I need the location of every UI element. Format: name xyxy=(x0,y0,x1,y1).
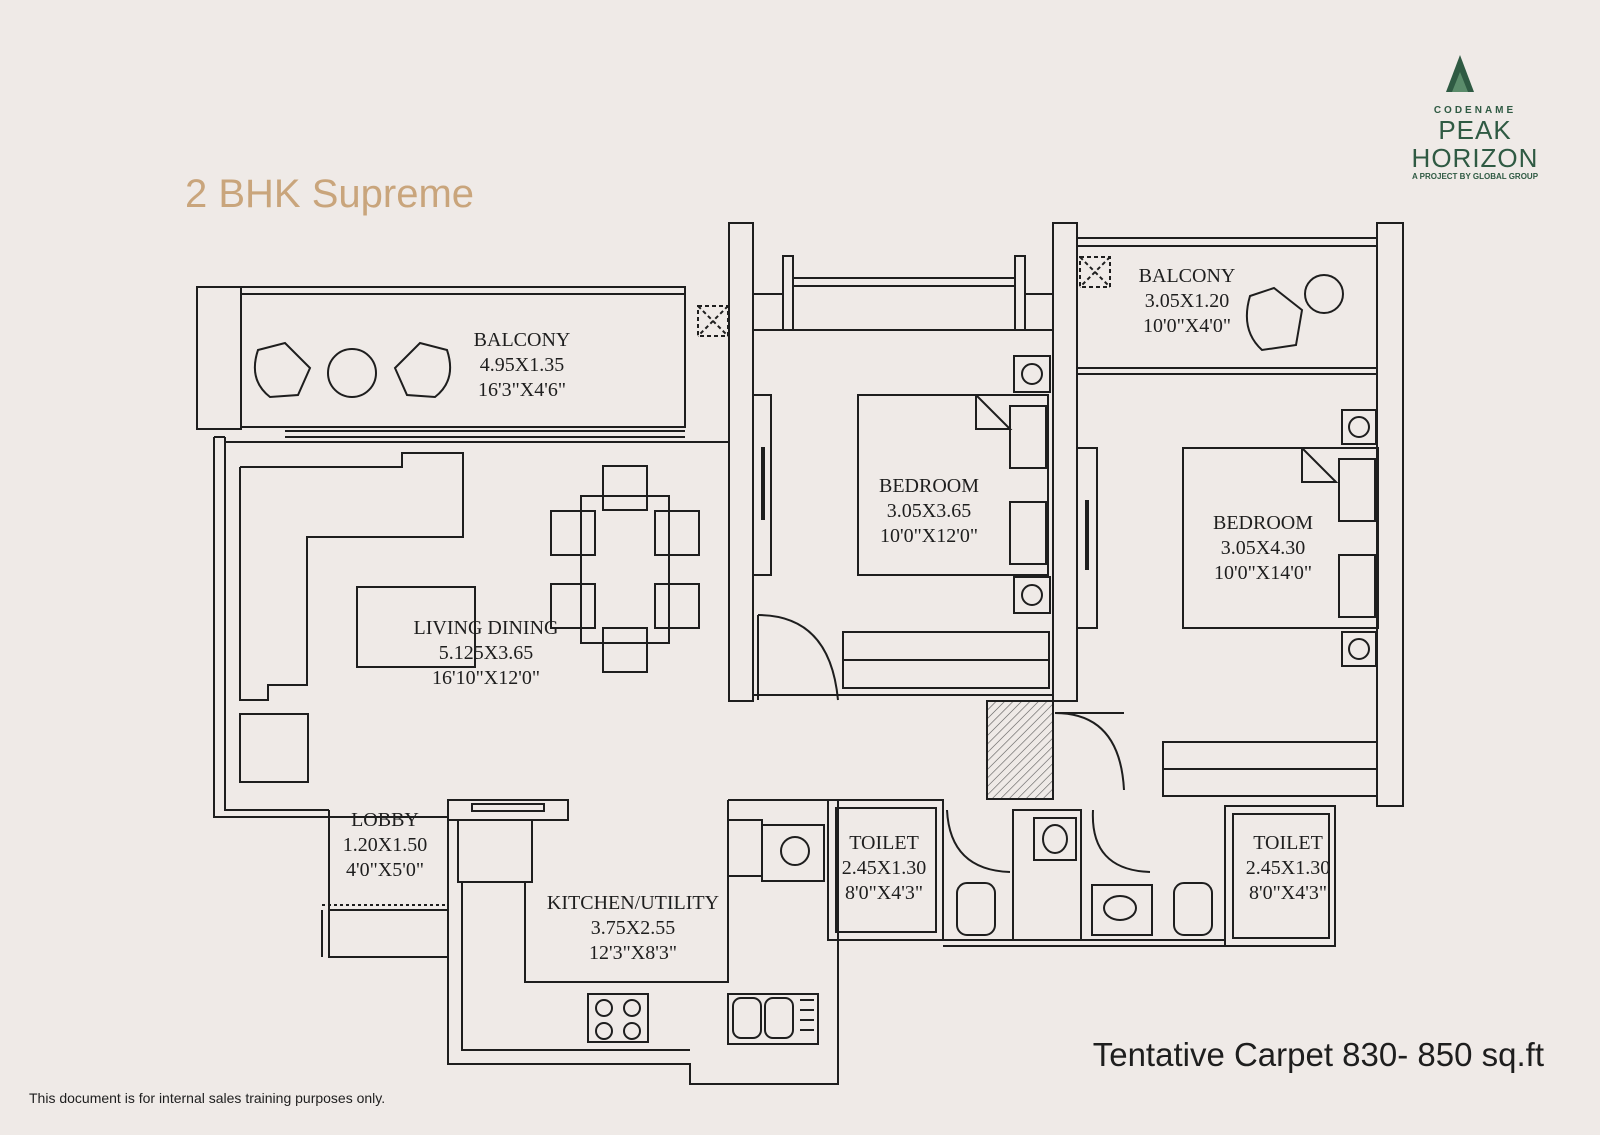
stove-icon xyxy=(587,993,649,1043)
door-swing-icon xyxy=(1054,712,1125,791)
carpet-area: Tentative Carpet 830- 850 sq.ft xyxy=(1092,1036,1544,1073)
bed-icon xyxy=(1182,447,1379,629)
bedroom-1-name: BEDROOM xyxy=(879,475,979,497)
balcony-bed-metric: 3.05X1.20 xyxy=(1145,290,1229,312)
toilet-2-imperial: 8'0"X4'3" xyxy=(1249,882,1327,904)
bedroom-2-name: BEDROOM xyxy=(1213,512,1313,534)
toilet-1-outline xyxy=(827,799,944,941)
coffee-table-icon xyxy=(356,586,476,668)
brand-line2: HORIZON xyxy=(1411,143,1539,173)
toilet-2-metric: 2.45X1.30 xyxy=(1246,857,1330,879)
balcony-wall xyxy=(196,286,242,430)
disclaimer: This document is for internal sales trai… xyxy=(29,1090,386,1106)
balcony-main-name: BALCONY xyxy=(474,329,571,351)
table-icon xyxy=(327,348,377,398)
dining-table-icon xyxy=(580,495,670,644)
toilet-1-name: TOILET xyxy=(849,832,919,854)
balcony-bed-imperial: 10'0"X4'0" xyxy=(1143,315,1231,337)
washbasin-icon xyxy=(1091,884,1153,936)
balcony-main-metric: 4.95X1.35 xyxy=(480,354,564,376)
balcony-bed-outline xyxy=(1076,237,1378,369)
living-imperial: 16'10"X12'0" xyxy=(432,667,540,689)
sink-icon xyxy=(727,993,819,1045)
door-swing-icon xyxy=(757,614,839,701)
bedroom-1-metric: 3.05X3.65 xyxy=(887,500,971,522)
lobby-name: LOBBY xyxy=(351,809,419,831)
bed-icon xyxy=(857,394,1049,576)
living-name: LIVING DINING xyxy=(414,617,559,639)
wc-icon xyxy=(1173,882,1213,936)
chair-icon xyxy=(1246,286,1304,352)
kitchen-name: KITCHEN/UTILITY xyxy=(547,892,719,914)
mountain-icon xyxy=(1446,55,1474,92)
brand-tagline: A PROJECT BY GLOBAL GROUP xyxy=(1411,172,1539,181)
brand-logo: CODENAME PEAK HORIZON A PROJECT BY GLOBA… xyxy=(1400,50,1550,190)
lobby-wall xyxy=(328,810,448,958)
living-metric: 5.125X3.65 xyxy=(439,642,533,664)
balcony-main-outline xyxy=(240,286,686,428)
living-outer-wall xyxy=(224,437,329,811)
wall-center-right xyxy=(1052,222,1078,702)
chair-icon xyxy=(254,341,312,399)
brand-line1: PEAK xyxy=(1438,115,1512,145)
table-icon xyxy=(1304,274,1344,314)
wc-icon xyxy=(956,882,996,936)
brand-top: CODENAME xyxy=(1433,105,1517,116)
plan-title: 2 BHK Supreme xyxy=(185,172,475,216)
balcony-bed-name: BALCONY xyxy=(1139,265,1236,287)
lobby-imperial: 4'0"X5'0" xyxy=(346,859,424,881)
toilet-2-name: TOILET xyxy=(1253,832,1323,854)
bedroom-2-imperial: 10'0"X14'0" xyxy=(1214,562,1312,584)
kitchen-metric: 3.75X2.55 xyxy=(591,917,675,939)
bedroom-2-metric: 3.05X4.30 xyxy=(1221,537,1305,559)
wall-center-left xyxy=(728,222,754,702)
chair-icon xyxy=(393,341,451,399)
kitchen-imperial: 12'3"X8'3" xyxy=(589,942,677,964)
bedroom-1-imperial: 10'0"X12'0" xyxy=(880,525,978,547)
balcony-main-imperial: 16'3"X4'6" xyxy=(478,379,566,401)
shaft-hatch xyxy=(986,700,1054,800)
side-table-icon xyxy=(239,713,309,783)
lobby-metric: 1.20X1.50 xyxy=(343,834,427,856)
door-swing-icon xyxy=(1091,809,1151,873)
sofa-icon xyxy=(239,452,464,701)
wall-right xyxy=(1376,222,1404,807)
kitchen-outline xyxy=(447,799,839,1085)
oven-icon xyxy=(761,824,825,882)
toilet-1-imperial: 8'0"X4'3" xyxy=(845,882,923,904)
door-swing-icon xyxy=(946,809,1011,873)
toilet-1-metric: 2.45X1.30 xyxy=(842,857,926,879)
toilet-2-outline xyxy=(1224,805,1336,947)
shower-outline xyxy=(1012,809,1082,941)
